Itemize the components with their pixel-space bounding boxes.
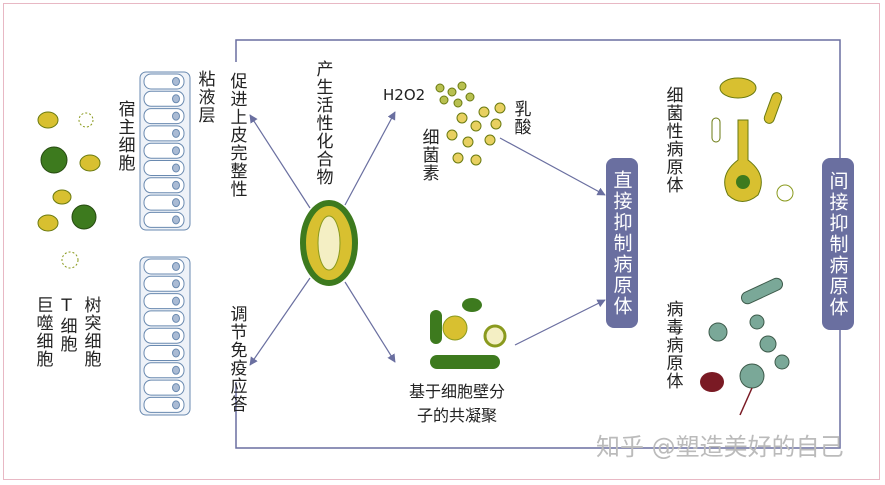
viral-pathogen-cells [700, 277, 790, 416]
coaggregation-label: 基于细胞壁分子的共凝聚 [404, 380, 510, 428]
cell-nucleus [172, 331, 180, 341]
epithelial-cells [143, 73, 185, 413]
cell-nucleus [172, 77, 180, 86]
coaggregation-cells [430, 298, 507, 369]
indirect-inhibition-box: 间接抑制病原体 [822, 158, 854, 330]
bacterial-pathogen-cells [711, 77, 794, 202]
active-compounds-label: 产生活性化合物 [312, 60, 333, 186]
cell-nucleus [172, 365, 180, 375]
coaggregation-text: 基于细胞壁分子的共凝聚 [408, 382, 505, 425]
watermark: 知乎 @塑造美好的自己 [596, 433, 844, 461]
figure-frame [3, 3, 880, 480]
arrows [249, 111, 606, 366]
cell-nucleus [172, 180, 180, 190]
cell-nucleus [172, 163, 180, 173]
dendritic-cell-label: 树突细胞 [80, 296, 101, 368]
outer-connector [235, 39, 841, 449]
cell-nucleus [172, 111, 180, 121]
direct-inhibition-box: 直接抑制病原体 [606, 158, 638, 328]
lactic-acid-label: 乳酸 [510, 100, 531, 136]
cell-nucleus [172, 313, 180, 323]
cell-nucleus [172, 262, 180, 271]
host-cells-label: 宿主细胞 [114, 100, 135, 172]
cell-nucleus [172, 400, 180, 410]
immune-regulation-label: 调节免疫应答 [226, 305, 247, 413]
macrophage-label: 巨噬细胞 [32, 296, 53, 368]
h2o2-label: H2O2 [383, 86, 426, 104]
cell-nucleus [172, 215, 180, 225]
cell-nucleus [172, 383, 180, 393]
bacterial-pathogens-label: 细菌性病原体 [662, 86, 683, 194]
direct-inhibition-label: 直接抑制病原体 [610, 169, 633, 317]
active-compound-particles [435, 81, 506, 166]
mucus-layer-label: 粘液层 [194, 70, 215, 124]
cell-nucleus [172, 128, 180, 138]
cell-nucleus [172, 198, 180, 208]
viral-pathogens-label: 病毒病原体 [662, 300, 683, 390]
cell-nucleus [172, 279, 180, 289]
cell-nucleus [172, 296, 180, 306]
cell-nucleus [172, 348, 180, 358]
cell-nucleus [172, 146, 180, 156]
indirect-inhibition-label: 间接抑制病原体 [826, 170, 849, 318]
cell-nucleus [172, 94, 180, 104]
bacteriocin-label: 细菌素 [418, 128, 439, 182]
probiotic-cell [300, 200, 358, 286]
immune-cells [37, 111, 101, 269]
epithelial-integrity-label: 促进上皮完整性 [226, 72, 247, 198]
t-cell-label: T细胞 [56, 296, 77, 353]
